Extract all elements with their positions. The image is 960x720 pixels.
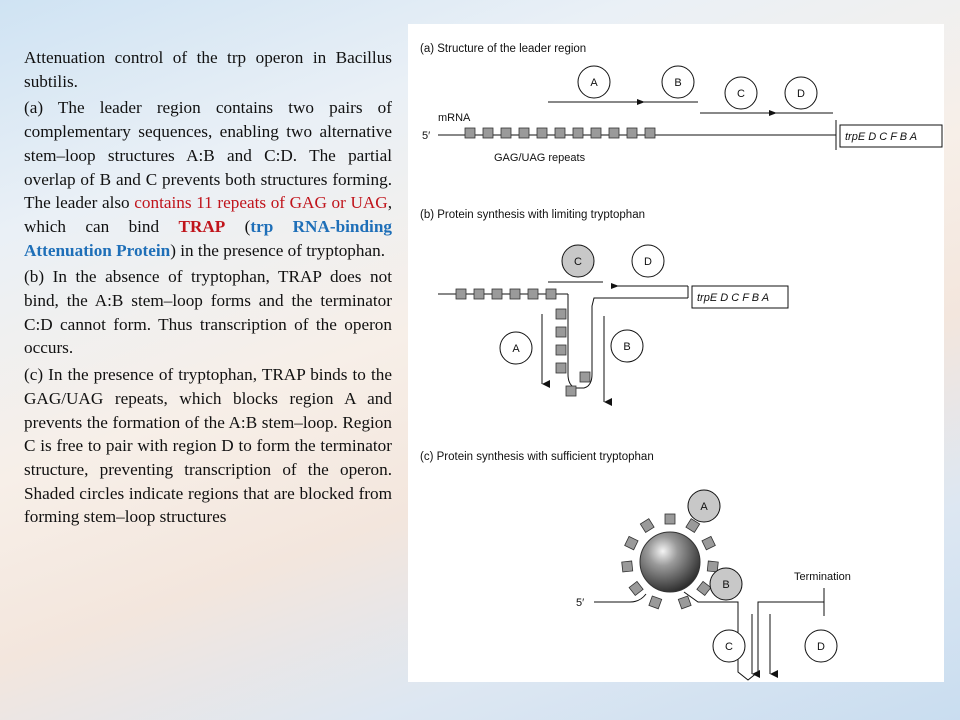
mrna-label: mRNA <box>438 112 471 124</box>
caption-text: Attenuation control of the trp operon in… <box>24 46 392 532</box>
panel-b-region-a-circle <box>499 331 533 365</box>
repeat-box <box>455 288 467 300</box>
repeat-box <box>590 127 602 139</box>
panel-a-five-prime: 5′ <box>422 130 430 142</box>
repeat-box <box>696 580 712 597</box>
repeat-box <box>565 385 577 397</box>
para-a-trap-expansion: trp RNA-binding Attenuation Protein <box>24 216 392 260</box>
panel-c-region-d-label: D <box>817 641 825 653</box>
caption-para-b: (b) In the absence of tryptophan, TRAP d… <box>24 267 392 358</box>
repeat-box <box>554 127 566 139</box>
repeat-box <box>500 127 512 139</box>
termination-label: Termination <box>794 571 851 583</box>
caption-para-c: (c) In the presence of tryptophan, TRAP … <box>24 365 392 527</box>
repeat-box <box>555 344 567 356</box>
repeat-box <box>685 518 701 533</box>
trap-bound-repeats <box>621 513 719 610</box>
trap-sphere <box>639 531 701 593</box>
repeat-box <box>706 560 719 573</box>
panel-b-repeats-vertical <box>555 308 591 397</box>
repeat-box <box>701 535 716 551</box>
panel-b-region-a-label: A <box>512 343 520 355</box>
repeat-box <box>608 127 620 139</box>
repeat-box <box>555 326 567 338</box>
repeat-box <box>626 127 638 139</box>
gene-label-b: trpE D C F B A <box>697 292 769 304</box>
panel-c-region-a-shaded-circle <box>687 489 721 523</box>
repeat-box <box>648 595 663 610</box>
panel-c-region-b-label: B <box>722 579 729 591</box>
region-b-circle <box>661 65 695 99</box>
panel-c-region-a-label: A <box>700 501 708 513</box>
repeat-box <box>536 127 548 139</box>
repeat-box <box>527 288 539 300</box>
panel-b-region-c-label: C <box>574 256 582 268</box>
repeat-box <box>644 127 656 139</box>
gag-uag-repeats <box>464 127 656 139</box>
gene-label-a: trpE D C F B A <box>845 131 917 143</box>
repeat-box <box>628 580 644 597</box>
attenuation-figure: (a) Structure of the leader region A B C… <box>408 24 944 682</box>
para-a-text-3: ( <box>225 216 251 236</box>
repeat-box <box>555 362 567 374</box>
repeat-box <box>473 288 485 300</box>
panel-c-mrna-5prime <box>594 593 647 603</box>
repeat-box <box>464 127 476 139</box>
repeat-box <box>664 513 676 525</box>
repeat-box <box>518 127 530 139</box>
panel-c-region-d-circle <box>804 629 838 663</box>
repeat-box <box>677 595 692 610</box>
region-a-label: A <box>590 77 598 89</box>
region-d-label: D <box>797 88 805 100</box>
panel-b-region-b-label: B <box>623 341 630 353</box>
gene-box-b <box>691 285 789 309</box>
para-a-text-1: (a) The leader region contains two pairs… <box>24 98 392 213</box>
para-a-text-2: , which can bind <box>24 193 392 236</box>
para-a-text-4: ) in the presence of tryptophan. <box>170 240 386 260</box>
region-b-label: B <box>674 77 681 89</box>
para-a-trap: TRAP <box>178 216 226 236</box>
repeat-box <box>482 127 494 139</box>
repeat-box <box>624 535 639 551</box>
repeat-box <box>555 308 567 320</box>
para-a-highlight-repeats: contains 11 repeats of GAG or UAG <box>134 193 388 213</box>
region-d-circle <box>784 76 818 110</box>
repeat-box <box>491 288 503 300</box>
panel-c-region-b-shaded-circle <box>709 567 743 601</box>
panel-b-region-d-circle <box>631 244 665 278</box>
repeat-box <box>621 560 634 573</box>
panel-b-title: (b) Protein synthesis with limiting tryp… <box>420 209 645 221</box>
repeats-label: GAG/UAG repeats <box>494 152 586 164</box>
region-a-circle <box>577 65 611 99</box>
panel-b-repeats-horizontal <box>455 288 557 300</box>
ab-stem-loop <box>567 294 688 389</box>
cd-terminator-stem-loop <box>683 591 824 681</box>
panel-c-region-c-circle <box>712 629 746 663</box>
caption-title: Attenuation control of the trp operon in… <box>24 48 392 91</box>
gene-box-a <box>839 124 943 148</box>
repeat-box <box>572 127 584 139</box>
panel-a-title: (a) Structure of the leader region <box>420 43 586 55</box>
caption-para-a: (a) The leader region contains two pairs… <box>24 96 392 262</box>
trap-complex <box>621 513 719 610</box>
panel-b-region-b-circle <box>610 329 644 363</box>
repeat-box <box>509 288 521 300</box>
panel-c-region-c-label: C <box>725 641 733 653</box>
repeat-box <box>639 518 655 533</box>
panel-c-five-prime: 5′ <box>576 597 584 609</box>
panel-c-title: (c) Protein synthesis with sufficient tr… <box>420 451 654 463</box>
region-c-label: C <box>737 88 745 100</box>
repeat-box <box>545 288 557 300</box>
figure-svg: (a) Structure of the leader region A B C… <box>420 43 943 681</box>
region-c-circle <box>724 76 758 110</box>
repeat-box <box>579 371 591 383</box>
region-c-shaded-circle <box>561 244 595 278</box>
panel-b-region-d-label: D <box>644 256 652 268</box>
